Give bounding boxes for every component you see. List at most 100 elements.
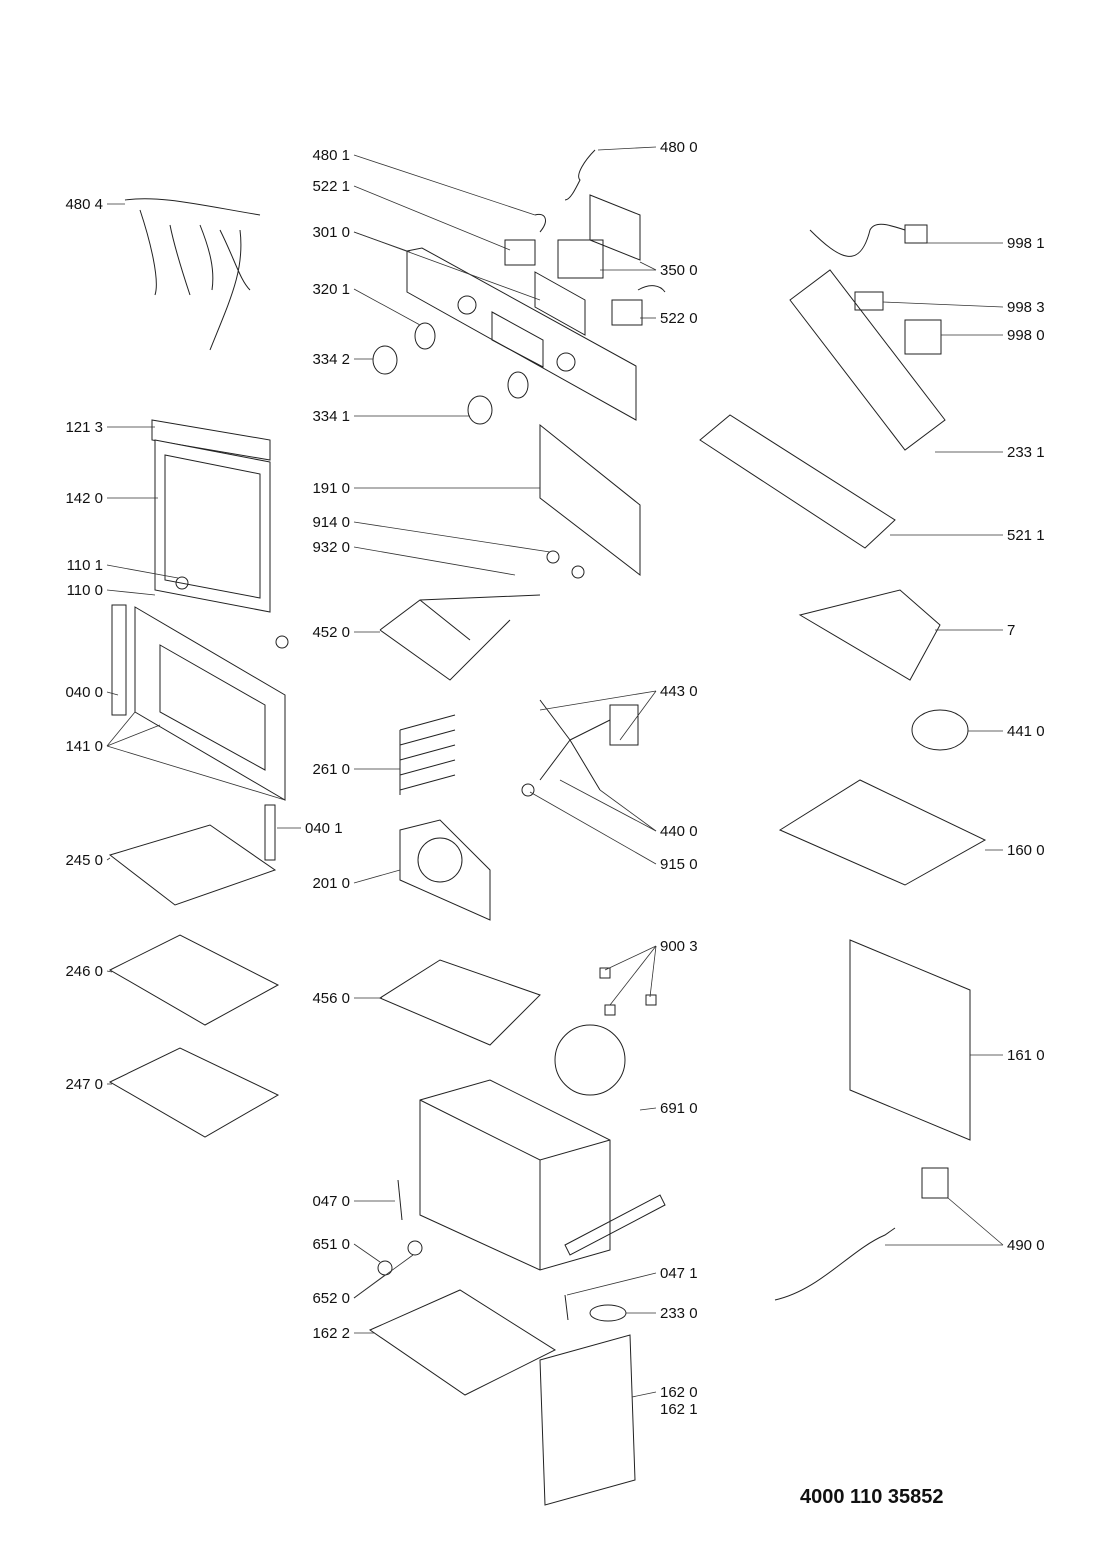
leader-line-652-0 <box>353 1254 414 1299</box>
leader-line-480-0 <box>597 146 657 151</box>
part-label-998-0: 998 0 <box>1007 327 1045 344</box>
part-seal-191-0 <box>539 423 641 577</box>
part-wire-522-0 <box>637 285 666 293</box>
part-7 <box>798 589 941 681</box>
part-label-040-1: 040 1 <box>305 820 343 837</box>
part-label-233-1: 233 1 <box>1007 444 1045 461</box>
part-heater-456-0 <box>378 959 541 1046</box>
leader-line-651-0 <box>353 1243 381 1263</box>
part-oven-cavity <box>419 1079 611 1271</box>
part-label-7: 7 <box>1007 622 1015 639</box>
part-label-161-0: 161 0 <box>1007 1047 1045 1064</box>
part-label-201-0: 201 0 <box>312 875 350 892</box>
part-label-900-3: 900 3 <box>660 938 698 955</box>
leader-line-141-0 <box>106 711 136 747</box>
part-switch-522-0 <box>611 299 643 326</box>
leader-line-932-0 <box>353 546 516 576</box>
leader-line-440-0 <box>599 789 657 832</box>
part-nut-915-0 <box>521 783 535 797</box>
leader-line-914-0 <box>353 521 551 553</box>
part-label-998-1: 998 1 <box>1007 235 1045 252</box>
part-hinge-040-0 <box>111 604 127 716</box>
part-label-480-0: 480 0 <box>660 139 698 156</box>
part-label-121-3: 121 3 <box>65 419 103 436</box>
part-liner-162-2 <box>368 1289 557 1396</box>
part-module-350 <box>557 239 604 279</box>
part-label-452-0: 452 0 <box>312 624 350 641</box>
part-wire-480-0 <box>564 149 596 201</box>
part-knob-651-0 <box>377 1260 393 1276</box>
part-233-0 <box>589 1304 627 1322</box>
part-label-247-0: 247 0 <box>65 1076 103 1093</box>
part-label-334-1: 334 1 <box>312 408 350 425</box>
part-label-522-1: 522 1 <box>312 178 350 195</box>
part-control-panel[interactable] <box>406 247 637 421</box>
part-label-141-0: 141 0 <box>65 738 103 755</box>
leader-line-141-0 <box>106 724 161 747</box>
part-fan-plate <box>554 1024 626 1096</box>
leader-line-301-0 <box>353 231 541 301</box>
part-label-480-4: 480 4 <box>65 196 103 213</box>
part-fan-440-0 <box>539 699 611 791</box>
leader-line-320-1 <box>353 288 421 326</box>
leader-line-047-1 <box>566 1272 657 1296</box>
part-switch-522-1 <box>504 239 536 266</box>
leader-line-201-0 <box>353 869 401 884</box>
leader-line-900-3 <box>604 945 657 971</box>
part-label-110-0: 110 0 <box>67 582 103 599</box>
leader-line-110-0 <box>106 589 156 596</box>
leader-line-915-0 <box>529 791 657 865</box>
part-label-914-0: 914 0 <box>312 514 350 531</box>
part-door-window <box>159 644 266 771</box>
part-hinge-040-1 <box>264 804 276 861</box>
document-number: 4000 110 35852 <box>800 1486 944 1508</box>
part-box-998-0 <box>904 319 942 355</box>
part-tray-246-0 <box>108 934 280 1026</box>
part-drawings <box>108 149 987 1506</box>
part-clip-900-3 <box>599 967 611 979</box>
part-clip <box>645 994 657 1006</box>
leader-line-998-3 <box>882 301 1004 308</box>
part-label-160-0: 160 0 <box>1007 842 1045 859</box>
part-label-915-0: 915 0 <box>660 856 698 873</box>
part-knob-652-0 <box>407 1240 423 1256</box>
part-fan-cover-201-0 <box>399 819 491 921</box>
part-label-443-0: 443 0 <box>660 683 698 700</box>
part-label-040-0: 040 0 <box>65 684 103 701</box>
leader-line-480-1 <box>353 154 536 216</box>
part-clip <box>604 1004 616 1016</box>
part-sensor-047-1 <box>564 1294 569 1321</box>
part-frame-233-1 <box>789 269 946 451</box>
leader-line-141-0 <box>106 745 286 801</box>
part-knob-shaft <box>507 371 529 399</box>
leader-lines <box>106 146 1004 1398</box>
leader-line-162-0 <box>631 1391 657 1398</box>
part-label-480-1: 480 1 <box>312 147 350 164</box>
part-bar <box>564 1194 666 1256</box>
part-label-521-1: 521 1 <box>1007 527 1045 544</box>
part-label-440-0: 440 0 <box>660 823 698 840</box>
part-label-301-0: 301 0 <box>312 224 350 241</box>
part-cable-998-1 <box>809 223 906 257</box>
part-label-047-1: 047 1 <box>660 1265 698 1282</box>
part-power-cable <box>774 1227 896 1301</box>
part-heater-452-0 <box>379 594 541 681</box>
part-label-456-0: 456 0 <box>312 990 350 1007</box>
part-label-162-2: 162 2 <box>312 1325 350 1342</box>
part-label-233-0: 233 0 <box>660 1305 698 1322</box>
part-label-441-0: 441 0 <box>1007 723 1045 740</box>
part-bushing <box>275 635 289 649</box>
leader-line-440-0 <box>559 779 657 832</box>
part-label-142-0: 142 0 <box>65 490 103 507</box>
part-label-998-3: 998 3 <box>1007 299 1045 316</box>
part-terminal-490-0 <box>921 1167 949 1199</box>
leader-line-443-0 <box>619 690 657 741</box>
part-panel-hole <box>457 295 477 315</box>
part-sensor-047-0 <box>397 1179 403 1221</box>
part-door-glass-142-0 <box>154 439 271 613</box>
part-label-320-1: 320 1 <box>312 281 350 298</box>
leader-line-900-3 <box>609 945 657 1006</box>
leader-line-443-0 <box>539 690 657 711</box>
